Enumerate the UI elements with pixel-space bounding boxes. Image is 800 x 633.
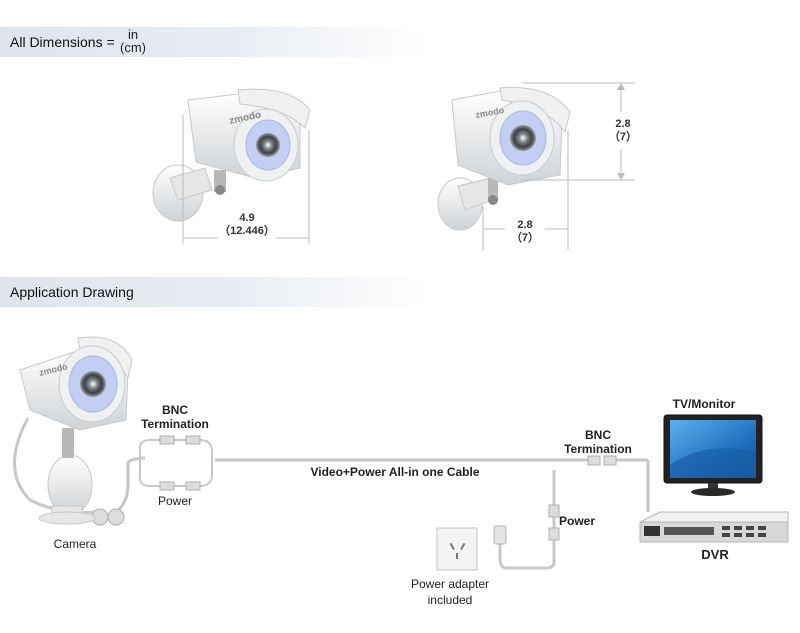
length-cm: （12.446） bbox=[219, 225, 275, 237]
dimension-arrows bbox=[617, 83, 625, 180]
bnc-left-line2: Termination bbox=[141, 417, 209, 431]
depth-cm: （7） bbox=[510, 232, 540, 244]
camera-side-view: zmodo bbox=[152, 88, 311, 222]
dimensions-label: All Dimensions = bbox=[10, 34, 115, 50]
bnc-right-line1: BNC bbox=[585, 428, 611, 442]
unit-fraction: in (cm) bbox=[120, 28, 146, 54]
bnc-left-line1: BNC bbox=[162, 403, 188, 417]
power-outlet bbox=[436, 525, 507, 571]
camera-application: zmodo bbox=[19, 336, 133, 525]
monitor-label: TV/Monitor bbox=[672, 397, 736, 411]
unit-bottom: (cm) bbox=[120, 40, 146, 55]
bnc-termination-right: BNC Termination bbox=[558, 428, 638, 456]
depth-in: 2.8 bbox=[517, 219, 533, 231]
height-dimension: 2.8 （7） bbox=[603, 118, 643, 144]
adapter-line1: Power adapter bbox=[410, 577, 490, 591]
length-in: 4.9 bbox=[239, 212, 255, 224]
bnc-split-loop bbox=[138, 439, 213, 487]
camera-front-view: zmodo bbox=[437, 87, 571, 231]
camera-label: Camera bbox=[53, 537, 97, 551]
application-label: Application Drawing bbox=[10, 284, 134, 300]
dimensions-banner: All Dimensions = bbox=[0, 27, 430, 57]
power-label-right: Power bbox=[558, 514, 595, 528]
adapter-line2: included bbox=[427, 593, 473, 607]
dvr-box bbox=[639, 511, 789, 543]
bnc-right-line2: Termination bbox=[564, 442, 632, 456]
bnc-termination-left: BNC Termination bbox=[135, 403, 215, 431]
cable-label: Video+Power All-in one Cable bbox=[310, 465, 480, 479]
depth-dimension: 2.8 （7） bbox=[505, 219, 545, 245]
tv-monitor bbox=[663, 414, 763, 496]
length-dimension-lines bbox=[182, 115, 310, 244]
power-label-left: Power bbox=[157, 494, 192, 508]
height-in: 2.8 bbox=[615, 118, 631, 130]
unit-top: in bbox=[127, 27, 139, 42]
height-cm: （7） bbox=[608, 131, 638, 143]
application-banner: Application Drawing bbox=[0, 277, 430, 307]
dvr-label: DVR bbox=[701, 547, 729, 562]
power-adapter-label: Power adapter included bbox=[395, 576, 505, 608]
connectors bbox=[91, 435, 617, 541]
length-dimension: 4.9 （12.446） bbox=[218, 212, 276, 238]
